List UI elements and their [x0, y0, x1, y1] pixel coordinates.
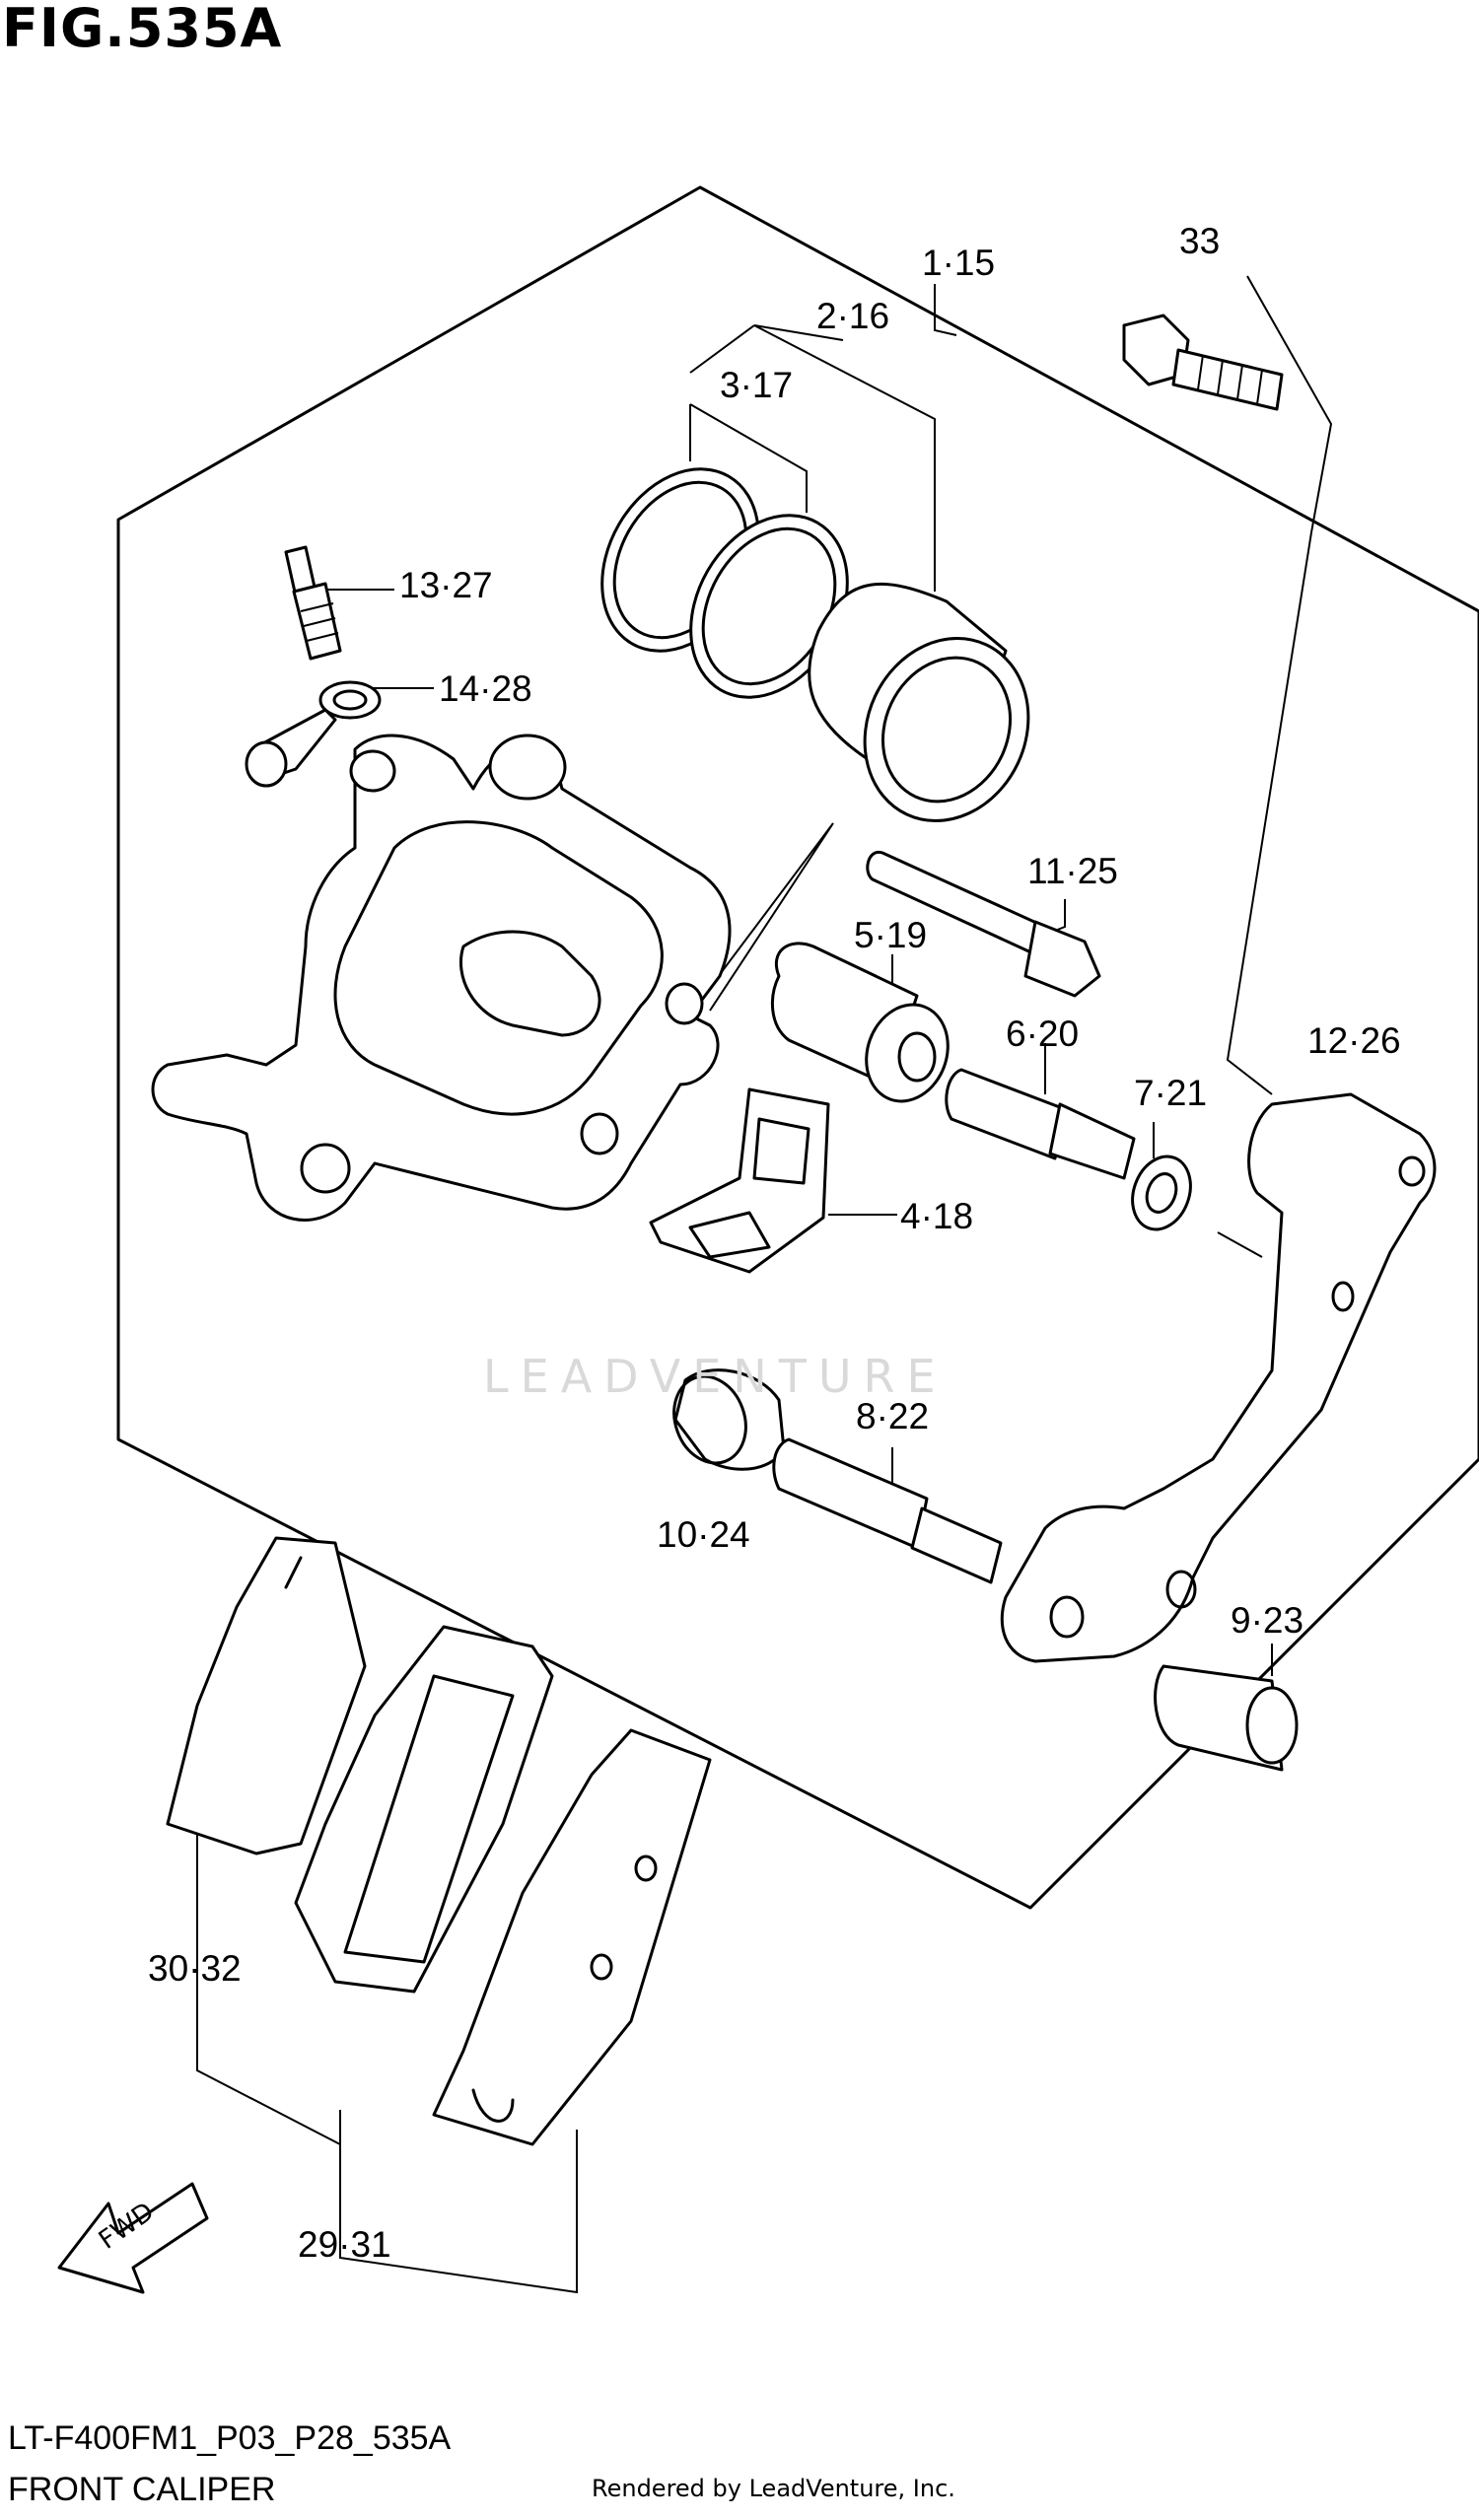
slide-pin-6	[945, 1068, 1136, 1180]
figure-code: LT-F400FM1_P03_P28_535A	[8, 2419, 452, 2457]
forward-arrow	[57, 2182, 209, 2294]
callout-33: 33	[1179, 221, 1221, 261]
callout-6-20: 6·20	[1006, 1014, 1080, 1054]
bleeder-valve	[284, 545, 342, 661]
callout-10-24: 10·24	[657, 1514, 750, 1555]
slide-pin-11	[866, 850, 1101, 998]
callout-11-25: 11·25	[1027, 851, 1118, 891]
callout-29-31: 29·31	[298, 2224, 391, 2265]
callout-1-15: 1·15	[922, 243, 996, 283]
bleeder-cap	[245, 680, 382, 788]
sleeve-5	[770, 942, 950, 1103]
slide-pin-8	[772, 1437, 1003, 1584]
callout-5-19: 5·19	[854, 915, 928, 955]
callout-30-32: 30·32	[148, 1948, 242, 1989]
leader-lines	[196, 275, 1333, 2294]
brake-pad-outer	[166, 1536, 367, 1855]
caliper-body	[151, 734, 732, 1222]
bolt-33	[1122, 314, 1284, 411]
callout-4-18: 4·18	[900, 1196, 974, 1236]
callout-8-22: 8·22	[856, 1396, 930, 1436]
figure-title: FIG.535A	[2, 0, 283, 59]
callout-14-28: 14·28	[439, 668, 532, 709]
callout-2-16: 2·16	[816, 296, 890, 336]
boot-10	[672, 1368, 786, 1471]
watermark: LEADVENTURE	[483, 1350, 948, 1403]
figure-name: FRONT CALIPER	[8, 2471, 276, 2508]
rendered-by: Rendered by LeadVenture, Inc.	[592, 2475, 955, 2502]
assembly-outline	[116, 185, 1479, 1910]
brake-pad-inner	[294, 1625, 712, 2146]
washer-7-hole	[1145, 1172, 1178, 1214]
callout-13-27: 13·27	[399, 565, 493, 605]
callout-7-21: 7·21	[1134, 1073, 1208, 1113]
washer-7	[1131, 1155, 1192, 1231]
callout-12-26: 12·26	[1307, 1020, 1401, 1061]
sleeve-9	[1154, 1664, 1299, 1772]
caliper-piston	[808, 582, 1030, 822]
callout-3-17: 3·17	[720, 365, 794, 405]
callout-9-23: 9·23	[1231, 1600, 1304, 1641]
caliper-bracket	[1000, 1092, 1437, 1663]
pad-spring	[649, 1087, 830, 1274]
